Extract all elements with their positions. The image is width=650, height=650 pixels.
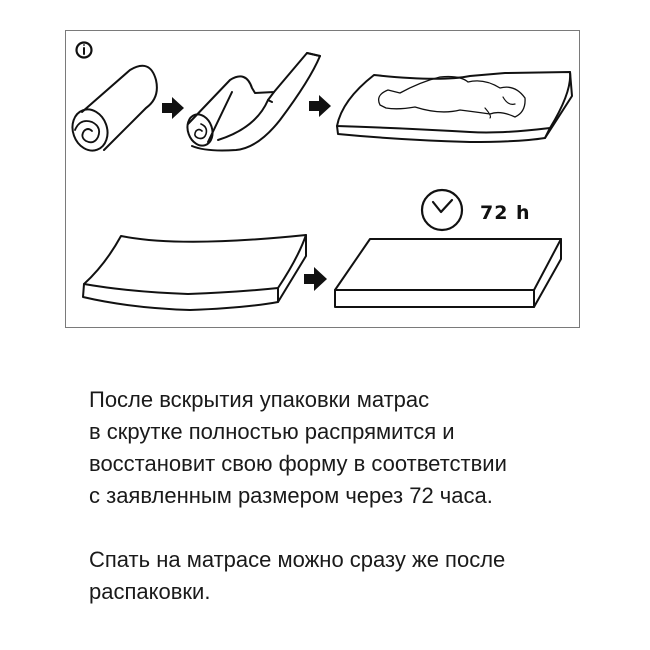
person-sleeping-on-mattress-icon	[336, 71, 573, 143]
paragraph-sleep: Спать на матрасе можно сразу же после ра…	[89, 544, 569, 608]
text-line: Спать на матрасе можно сразу же после	[89, 547, 506, 572]
timer-label: 72 h	[480, 202, 531, 224]
flat-mattress-icon	[334, 238, 562, 308]
curved-mattress-icon	[82, 234, 307, 311]
text-line: распаковки.	[89, 579, 211, 604]
paragraph-unpacking: После вскрытия упаковки матрас в скрутке…	[89, 384, 569, 512]
text-line: в скрутке полностью распрямится и	[89, 419, 455, 444]
info-circle-icon	[75, 41, 93, 59]
rolled-mattress-icon	[71, 64, 158, 152]
arrow-right-icon	[304, 267, 327, 291]
text-line: восстановит свою форму в соответствии	[89, 451, 507, 476]
text-line: После вскрытия упаковки матрас	[89, 387, 430, 412]
clock-icon	[420, 188, 464, 232]
arrow-right-icon	[162, 97, 184, 119]
text-line: с заявленным размером через 72 часа.	[89, 483, 493, 508]
unrolling-mattress-icon	[186, 52, 321, 152]
arrow-right-icon	[309, 95, 331, 117]
instruction-text: После вскрытия упаковки матрас в скрутке…	[89, 384, 569, 608]
